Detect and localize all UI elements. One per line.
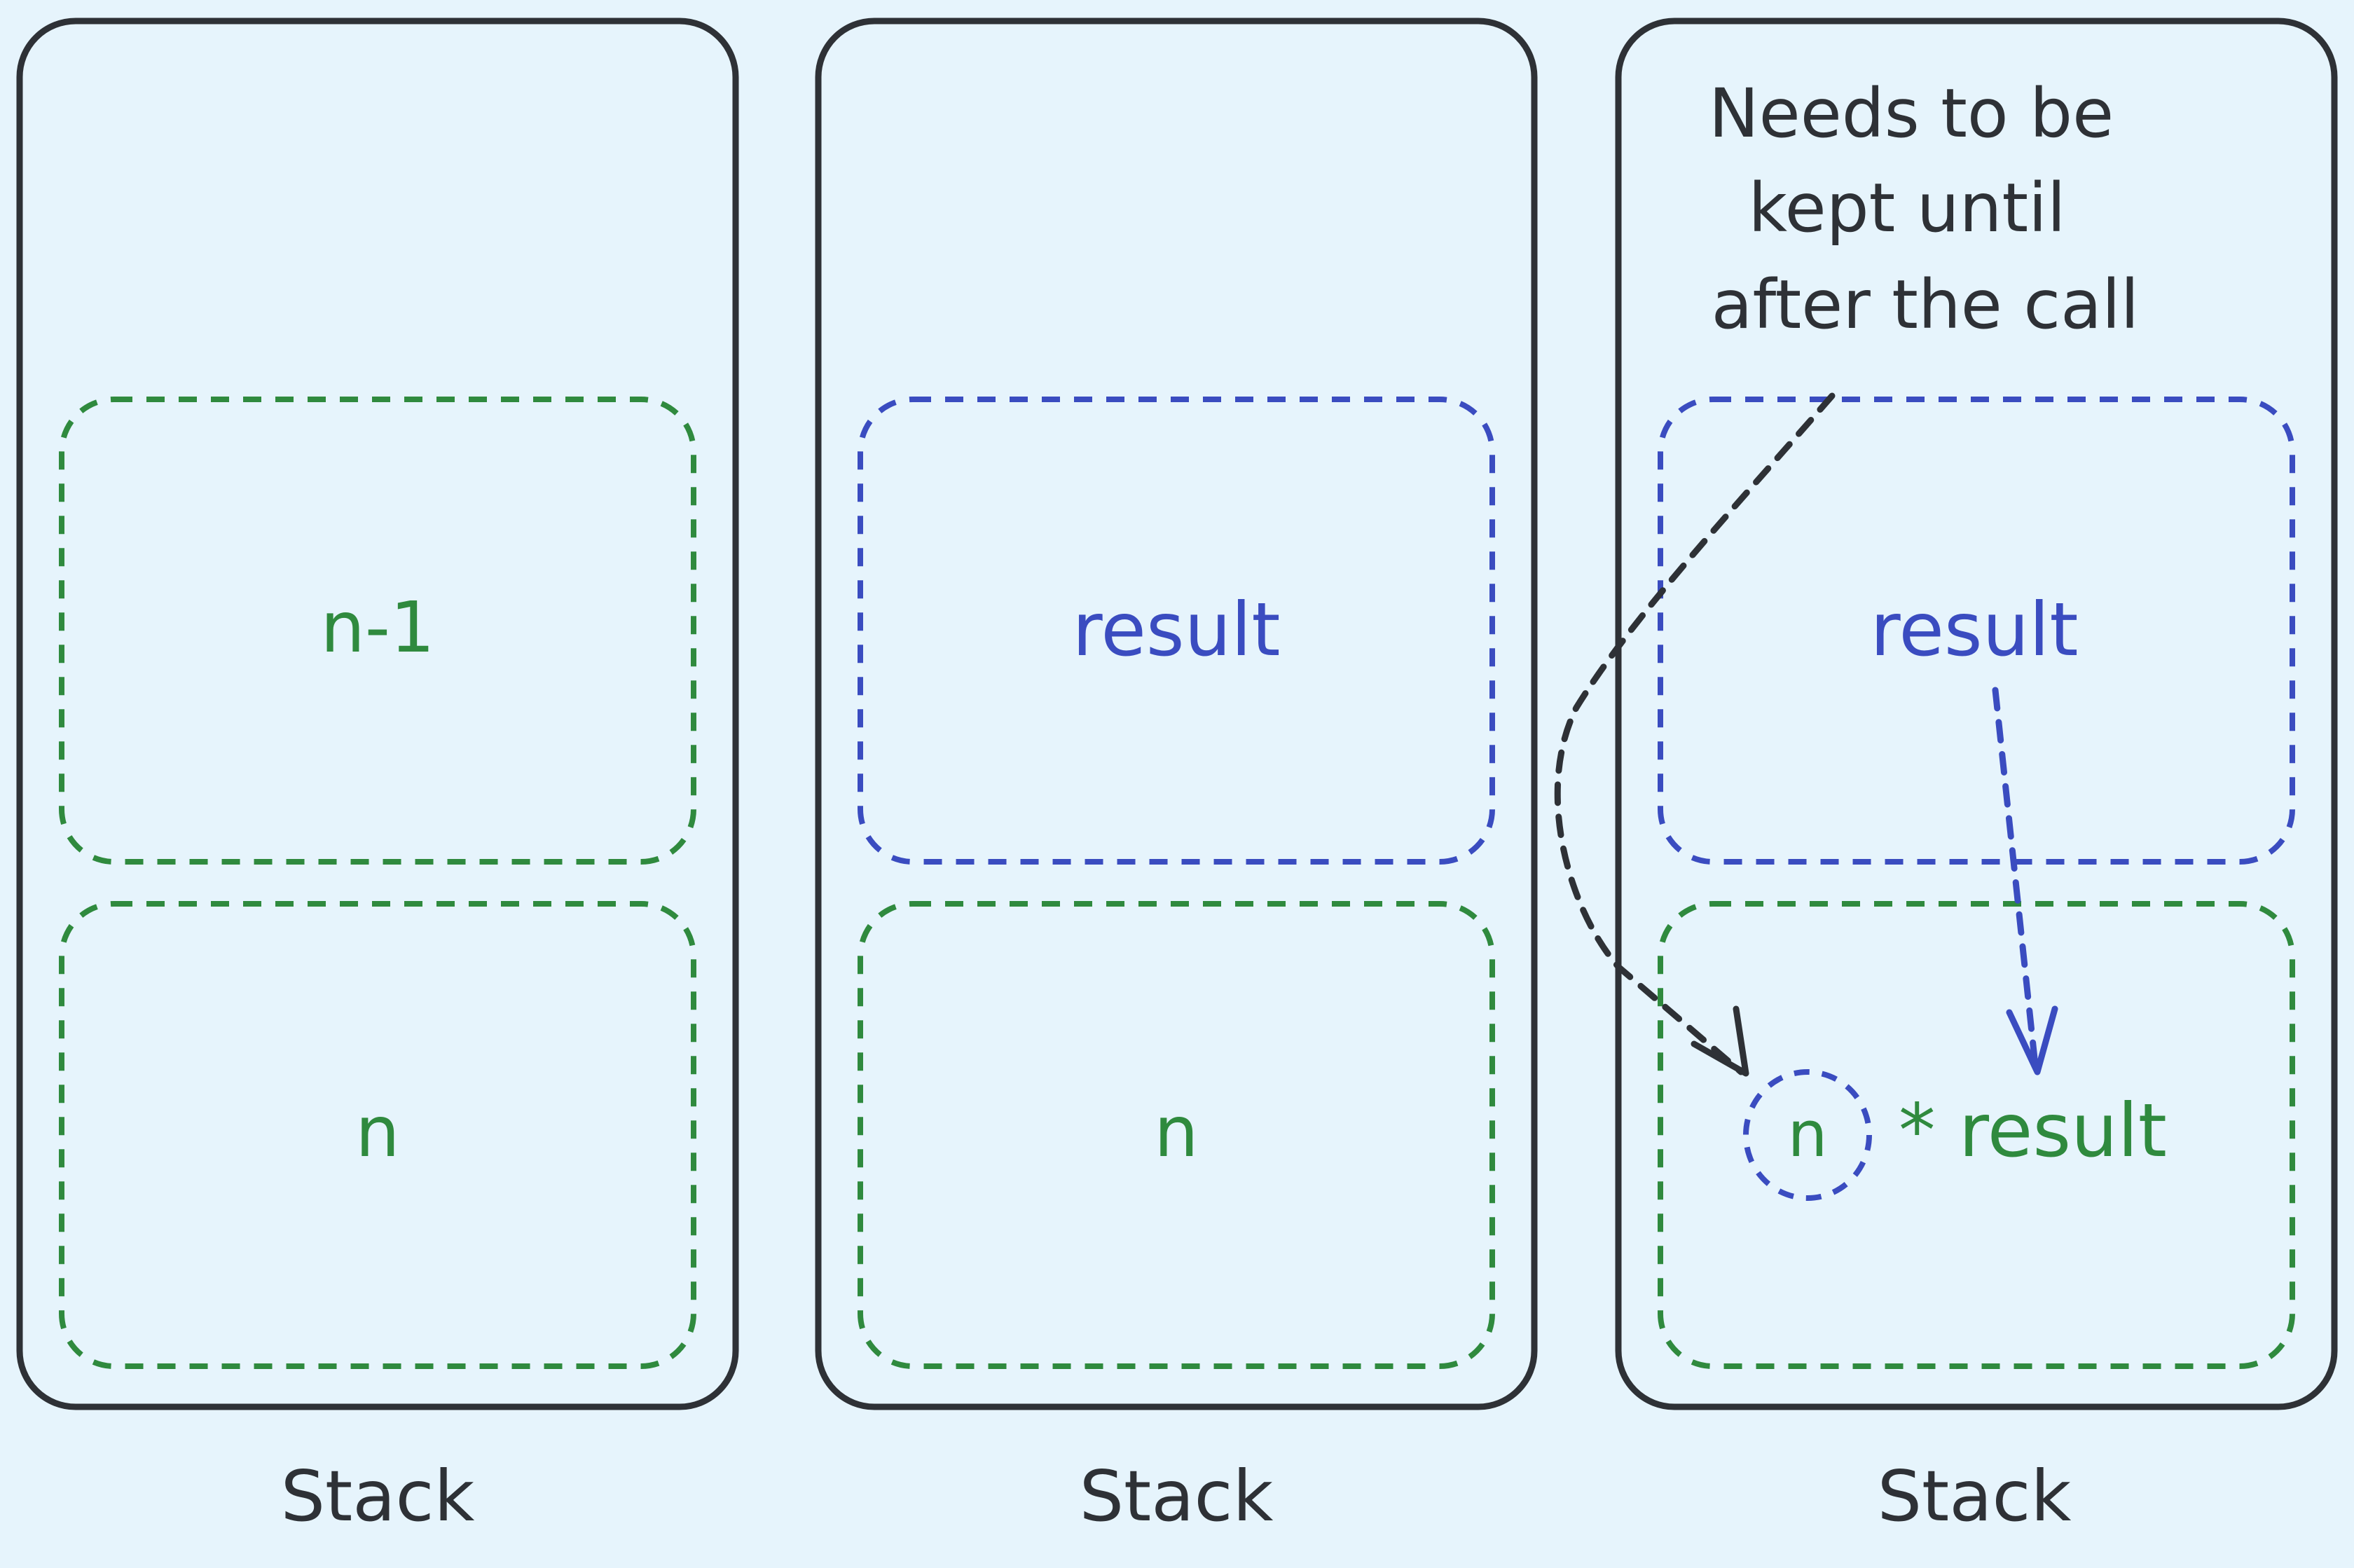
stack-3-frame-top-label: result — [1870, 587, 2078, 673]
annotation-line-1: Needs to be — [1709, 74, 2114, 153]
result-arrow-line — [1992, 687, 2039, 1068]
stack-2-frame-bottom — [858, 901, 1495, 1369]
n-times-result-label: * result — [1899, 1088, 2167, 1174]
stack-3-outline — [1615, 18, 2338, 1410]
stack-2-frame-top-label: result — [1072, 587, 1280, 673]
stack-2-outline — [815, 18, 1538, 1410]
stack-1-frame-top-label: n-1 — [320, 586, 434, 668]
result-arrow-head — [2006, 1005, 2058, 1075]
stack-3-caption: Stack — [1878, 1455, 2072, 1537]
stack-1-frame-bottom-label: n — [355, 1091, 399, 1173]
circled-n-ring — [1743, 1069, 1872, 1201]
stack-1-frame-bottom — [59, 901, 696, 1369]
annotation-arrow-head — [1691, 1005, 1749, 1077]
circled-n-label: n — [1787, 1098, 1827, 1171]
stack-2-frame-top — [858, 397, 1495, 865]
annotation-line-3: after the call — [1712, 266, 2140, 344]
stack-1-frame-top — [59, 397, 696, 865]
stack-1: n-1 n Stack — [16, 18, 739, 1537]
stack-3: Needs to be kept until after the call re… — [1554, 18, 2338, 1537]
stack-1-caption: Stack — [281, 1455, 475, 1537]
stack-3-frame-top — [1658, 397, 2295, 865]
stack-2: result n Stack — [815, 18, 1538, 1537]
stack-1-outline — [16, 18, 739, 1410]
annotation-line-2: kept until — [1749, 169, 2066, 247]
stack-3-frame-bottom — [1658, 901, 2295, 1369]
annotation-arrow-line — [1554, 392, 1836, 1075]
stack-2-frame-bottom-label: n — [1154, 1091, 1198, 1173]
stack-2-caption: Stack — [1080, 1455, 1274, 1537]
